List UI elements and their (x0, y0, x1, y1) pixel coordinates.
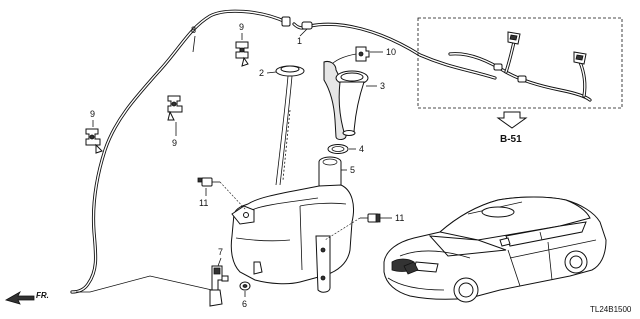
vehicle-illustration (383, 196, 607, 303)
part-11-bolt-right: 11 (324, 213, 404, 241)
part-6-grommet: 6 (239, 281, 251, 309)
part-9-clip-left: 9 (85, 109, 103, 154)
part-1-joint: 1 (297, 21, 313, 46)
label-7: 7 (218, 247, 223, 257)
washer-tank (230, 184, 355, 293)
front-direction-indicator: FR. (4, 290, 49, 305)
reference-callout: B-51 (500, 134, 522, 145)
part-11-bolt-left: 11 (197, 177, 247, 211)
label-10: 10 (386, 47, 396, 57)
washer-hose (70, 9, 291, 294)
label-6: 6 (242, 299, 247, 309)
part-3-filler-neck: 3 (323, 61, 385, 140)
label-9-left: 9 (90, 109, 95, 119)
label-9-middle: 9 (172, 138, 177, 148)
part-9-clip-top: 9 (235, 22, 249, 67)
label-9-top: 9 (239, 22, 244, 32)
diagram-code: TL24B1500 (590, 305, 632, 314)
label-3: 3 (380, 81, 385, 91)
label-11-left: 11 (199, 198, 208, 208)
reference-arrow: B-51 (496, 111, 528, 145)
label-5: 5 (350, 165, 355, 175)
part-10-clip: 10 (329, 46, 396, 67)
label-1: 1 (297, 36, 302, 46)
part-8-callout: 8 (191, 25, 196, 53)
part-7-pump: 7 (209, 247, 229, 307)
label-8: 8 (191, 25, 196, 35)
label-11-right: 11 (395, 213, 404, 223)
front-direction-label: FR. (36, 291, 49, 300)
part-4-seal-ring: 4 (327, 144, 364, 154)
label-2: 2 (259, 68, 264, 78)
part-5-tank-neck: 5 (318, 156, 355, 190)
inset-box (417, 17, 623, 109)
part-9-clip-middle: 9 (167, 95, 183, 148)
hose-route-line (76, 275, 213, 293)
part-2-cap-dipstick: 2 (259, 65, 305, 186)
label-4: 4 (359, 144, 364, 154)
